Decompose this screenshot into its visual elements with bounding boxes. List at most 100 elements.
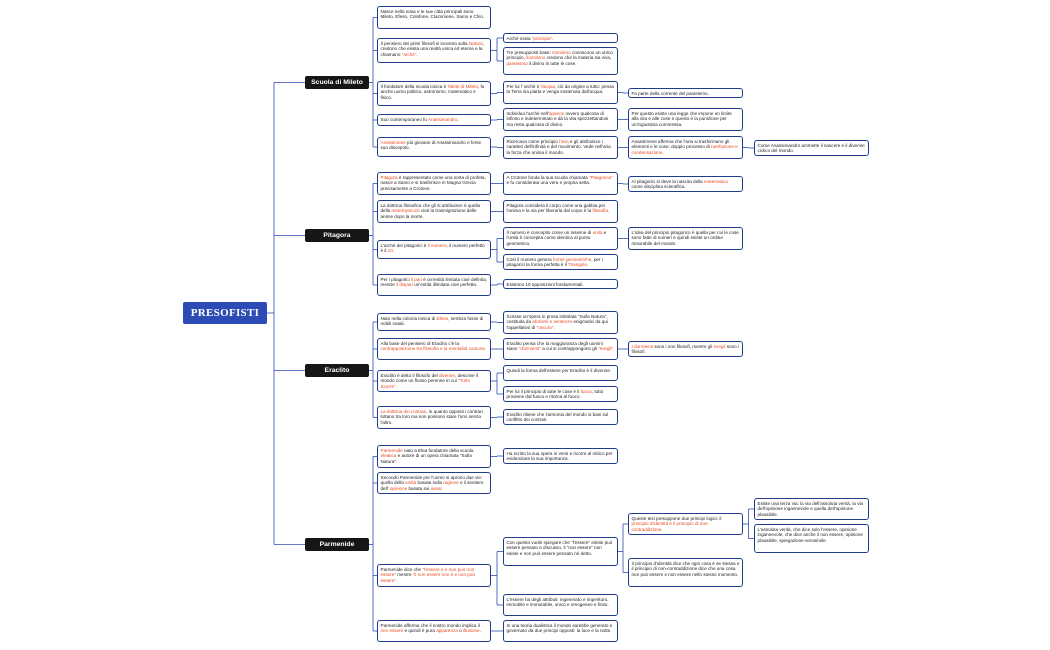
node-pitagora-profeta[interactable]: Pitagora è rappresentato come una sorta …	[377, 172, 491, 195]
node-arche-principio[interactable]: Archè ossia "principio".	[503, 33, 618, 43]
highlight-text: opinione	[389, 485, 408, 491]
node-spiegazione-essere[interactable]: Con questo vuole spiegare che "l'essere"…	[503, 537, 618, 566]
node-armonia[interactable]: Eraclito ritiene che l'armonia del mondo…	[503, 409, 618, 425]
node-talete[interactable]: Il fondatore della scuola ionica è Talet…	[377, 81, 491, 106]
node-text: Scrisse un'opera in prosa intitolata "Su…	[506, 313, 608, 325]
node-sulla-natura-eraclito[interactable]: Scrisse un'opera in prosa intitolata "Su…	[503, 311, 618, 334]
node-legge-limite[interactable]: Per questo esiste una legge che impone u…	[628, 108, 743, 131]
node-text: .	[416, 51, 418, 57]
node-apparenza[interactable]: Parmenide afferma che il nostro mondo im…	[377, 620, 491, 642]
node-text: nato a Elea fondatore della scuola	[402, 447, 474, 453]
node-forme-geometriche[interactable]: Così il numero genera forme geometriche,…	[503, 254, 618, 270]
node-text: sono i filosofi.	[631, 343, 740, 355]
topic-parmenide[interactable]: Parmenide	[305, 538, 369, 551]
highlight-text: "l'essere è e non può non essere"	[380, 566, 475, 578]
node-text: .	[457, 116, 459, 122]
node-metempsicosi[interactable]: La dottrina filosofica che gli si attrib…	[377, 200, 491, 223]
highlight-text: 10	[387, 248, 393, 253]
node-text: più giovane di Anassimandro e forse suo …	[380, 139, 482, 151]
node-text: e il sentiero dell'	[380, 480, 484, 491]
node-pari-dispari[interactable]: Per i pitagorici il pari è un'entità lim…	[377, 274, 491, 296]
node-corpo-gabbia[interactable]: Pitagora considera il corpo come una gab…	[503, 200, 618, 223]
node-text: , credono che esista una realtà unica ed…	[380, 40, 484, 57]
node-text: .	[552, 35, 554, 41]
node-text: , sembra fosse di nobili natali.	[380, 315, 484, 327]
node-dualistica[interactable]: In una teoria dualistica il mondo sarebb…	[503, 620, 618, 642]
node-text: A Crotone fonda la sua scuola chiamata	[506, 174, 589, 180]
node-matematica[interactable]: Ai pitagorici si deve la nascita della m…	[628, 176, 743, 192]
highlight-text: forme geometriche	[552, 256, 592, 262]
node-text: Esistono 10 opposizioni fondamentali.	[506, 281, 584, 287]
node-panteismo[interactable]: Fa parte della corrente del panteismo.	[628, 88, 743, 98]
node-text: Eraclito ritiene che l'armonia del mondo…	[506, 411, 609, 423]
node-due-vie[interactable]: Secondo Parmenide per l'uomo si aprono d…	[377, 472, 491, 494]
node-mileto-origine[interactable]: Nasce nella Ionia e le sue città princip…	[377, 6, 491, 29]
node-tre-presupposti[interactable]: Tre presupposti base: monismo conoscono …	[503, 47, 618, 75]
node-opposizioni[interactable]: Esistono 10 opposizioni fondamentali.	[503, 279, 618, 289]
node-parmenide-elea[interactable]: Parmenide nato a Elea fondatore della sc…	[377, 445, 491, 468]
highlight-text: "archè"	[401, 51, 417, 57]
highlight-text: àpeiron	[548, 110, 565, 116]
node-rarefazione[interactable]: Anassimene afferma che l'aria si trasfor…	[628, 136, 743, 159]
highlight-text: Triangolo	[567, 262, 587, 267]
node-arche-numero[interactable]: L'archè dei pitagorici è il numero, il n…	[377, 240, 491, 259]
node-text: Nato nella colonia ionica di	[380, 315, 437, 321]
node-eraclito-efeso[interactable]: Nato nella colonia ionica di Efeso, semb…	[377, 313, 491, 331]
node-text: come disciplina scientifica.	[631, 184, 686, 189]
node-principi-logici[interactable]: Queste tesi presuppone due principi logi…	[628, 513, 743, 535]
highlight-text: matematica	[704, 178, 728, 184]
node-text: basata sulla	[416, 480, 444, 485]
node-divenire[interactable]: Eraclito è detto il filosofo del divenir…	[377, 370, 491, 392]
node-text: Queste tesi presuppone due principi logi…	[631, 515, 722, 521]
node-principio-identita[interactable]: Il principio d'identità dice che ogni co…	[628, 558, 743, 587]
node-anassimandro[interactable]: Suo contemporaneo fu Anassimandro.	[377, 114, 491, 126]
topic-eraclito[interactable]: Eraclito	[305, 364, 369, 377]
node-apeiron[interactable]: Individua l'archè nell'àpeiron ovvero qu…	[503, 108, 618, 131]
node-anassimene[interactable]: Anassimene più giovane di Anassimandro e…	[377, 137, 491, 157]
node-terza-via[interactable]: Esiste una terza via: la via dell'assolu…	[754, 498, 869, 520]
node-text: basata sui	[407, 485, 431, 491]
node-text: , il numero perfetto è il	[380, 242, 485, 254]
node-dormienti[interactable]: Eraclito pensa che la maggioranza degli …	[503, 338, 618, 360]
highlight-text: ragione	[443, 480, 459, 485]
node-text: Ricercava come principio	[506, 138, 560, 144]
highlight-text: contrapposizione tra filosofia e la ment…	[380, 346, 485, 351]
node-text: mentre	[395, 572, 413, 577]
node-divenire-ciclico[interactable]: Come Anassimandro ammette il nascere e i…	[754, 140, 869, 156]
node-text: Il numero è concepito come un insieme di	[506, 229, 593, 235]
node-fuoco[interactable]: Per lui il principio di tutte le cose è …	[503, 386, 618, 402]
topic-pitagora[interactable]: Pitagora	[305, 229, 369, 242]
node-talete-acqua[interactable]: Per lui l' archè è l'acqua, ciò da origi…	[503, 81, 618, 104]
node-text: L'archè dei pitagorici è	[380, 242, 428, 248]
node-opera-versi[interactable]: Ha scritto la sua opera in versi e ricor…	[503, 448, 618, 464]
node-text: Pitagora considera il corpo come una gab…	[506, 202, 606, 214]
node-ordine-misurabile[interactable]: L'idea del principio pitagorico è quella…	[628, 227, 743, 250]
node-forma-essere[interactable]: Quindi la forma dell'essere per Eraclito…	[503, 365, 618, 381]
node-text: .	[613, 346, 615, 351]
node-numero-unita[interactable]: Il numero è concepito come un insieme di…	[503, 227, 618, 250]
node-text: .	[662, 149, 664, 155]
node-text: .	[484, 346, 487, 351]
node-text: Quindi la forma dell'essere per Eraclito…	[506, 367, 612, 373]
node-essere-non-essere[interactable]: Parmenide dice che "l'essere è e non può…	[377, 564, 491, 587]
node-mileto-pensiero[interactable]: Il pensiero dei primi filosofi si incent…	[377, 38, 491, 63]
highlight-text: Natura	[468, 40, 483, 46]
node-text: Nasce nella Ionia e le sue città princip…	[380, 8, 485, 20]
topic-scuola-di-mileto[interactable]: Scuola di Mileto	[305, 76, 369, 89]
node-aria[interactable]: Ricercava come principio l'aria e gli at…	[503, 136, 618, 159]
highlight-text: Anassimandro	[428, 116, 458, 122]
node-dottrina-contrari[interactable]: La dottrina dei contrari, in quanto oppo…	[377, 406, 491, 429]
node-text: .	[395, 383, 397, 389]
node-dormienti-svegli[interactable]: I dormienti sono i non filosofi, mentre …	[628, 341, 743, 357]
node-text: e fu considerata una vera e propria sett…	[506, 180, 591, 185]
node-assoluta-verita[interactable]: L'assoluta verità, che dice solo l'esser…	[754, 524, 869, 553]
root-node-presofisti[interactable]: PRESOFISTI	[183, 302, 267, 324]
node-text: e l'unità è concepita come identica al p…	[506, 229, 607, 246]
node-attributi-essere[interactable]: L'essere ha degli attributi: ingenerato …	[503, 594, 618, 616]
node-text: sono i non filosofi, mentre gli	[652, 343, 714, 349]
node-scuola-pitagorica[interactable]: A Crotone fonda la sua scuola chiamata "…	[503, 172, 618, 195]
node-text: conoscono un unico principio,	[506, 49, 613, 61]
highlight-text: fuoco	[580, 388, 592, 394]
highlight-text: "Pitagorica"	[588, 174, 613, 180]
node-contrapposizione[interactable]: Alla base del pensiero di Eraclito c'è l…	[377, 338, 491, 360]
